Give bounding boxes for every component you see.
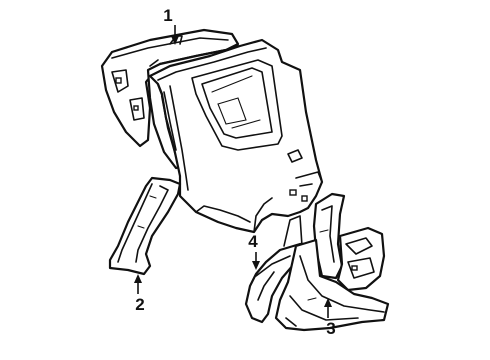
callout-1: 1 xyxy=(163,6,179,45)
callout-2: 2 xyxy=(134,274,145,314)
callout-3: 3 xyxy=(324,298,336,338)
callout-1-label: 1 xyxy=(163,6,172,25)
callout-4-arrowhead xyxy=(252,261,260,270)
callout-4-label: 4 xyxy=(248,232,258,251)
callout-4: 4 xyxy=(248,232,260,270)
quarter-panel-part xyxy=(100,28,324,234)
callout-1-arrowhead xyxy=(171,36,179,45)
callout-3-label: 3 xyxy=(326,319,335,338)
lock-pillar-part xyxy=(108,176,182,276)
callout-2-label: 2 xyxy=(135,295,144,314)
wheelhouse-inner-part xyxy=(274,192,390,332)
callout-2-arrowhead xyxy=(134,274,142,283)
callout-3-arrowhead xyxy=(324,298,332,307)
